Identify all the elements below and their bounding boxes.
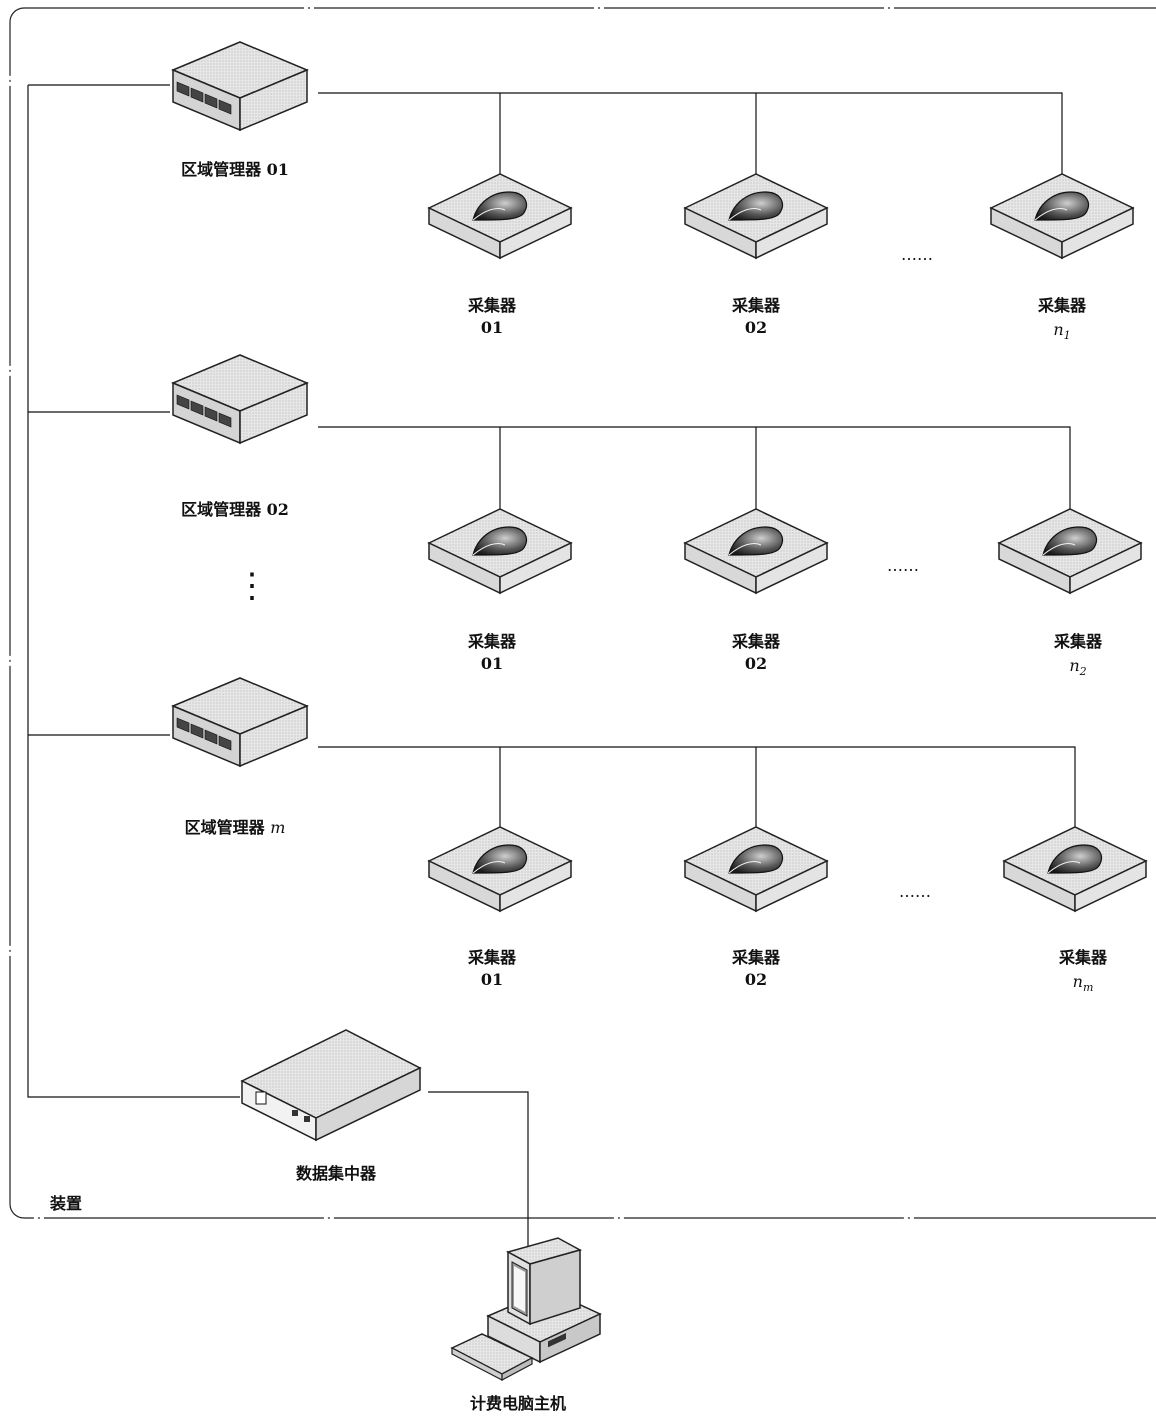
collector-id: 02	[696, 318, 816, 338]
collector-id-id: 02	[744, 654, 768, 673]
collector-label: 采集器	[983, 948, 1156, 968]
collector-label: 采集器	[978, 632, 1156, 652]
collector-id-id: n	[1053, 320, 1064, 339]
collector-id-id: 01	[480, 654, 504, 673]
manager-vertical-ellipsis: ⋮	[235, 566, 269, 606]
collector-id-id: 02	[744, 970, 768, 989]
area-manager-label-suffix: m	[270, 818, 286, 837]
collector-id-subscript: 1	[1063, 329, 1071, 343]
collector-id: 01	[432, 318, 552, 338]
collector-icon	[684, 173, 828, 259]
collector-label-text: 采集器	[731, 948, 780, 967]
collector-icon	[1003, 826, 1147, 912]
data-concentrator-label: 数据集中器	[236, 1164, 436, 1184]
collector-label: 采集器	[392, 948, 592, 968]
collector-icon	[998, 508, 1142, 594]
collector-icon	[684, 508, 828, 594]
area-manager-label-text: 区域管理器	[184, 818, 265, 837]
collector-ellipsis: ……	[901, 245, 933, 264]
area-manager-label: 区域管理器 01	[135, 160, 335, 180]
trunk-line	[27, 85, 240, 1098]
collector-id-subscript: 2	[1079, 665, 1087, 679]
connection-lines	[27, 84, 1076, 1247]
collector-id-id: 01	[480, 318, 504, 337]
area-manager-label-suffix: 02	[266, 500, 289, 519]
collector-ellipsis: ……	[887, 556, 919, 575]
collector-id: n1	[1002, 320, 1122, 346]
device-boundary-label: 装置	[50, 1194, 83, 1213]
device-boundary	[9, 7, 1156, 1219]
area-manager-icon	[172, 677, 308, 767]
collector-id-id: n	[1069, 656, 1080, 675]
computer-icon	[451, 1237, 601, 1381]
collector-icon	[428, 173, 572, 259]
collector-label: 采集器	[392, 296, 592, 316]
collector-label-text: 采集器	[731, 632, 780, 651]
computer-label: 计费电脑主机	[418, 1394, 618, 1414]
collector-label: 采集器	[656, 632, 856, 652]
area-manager-icon	[172, 354, 308, 444]
collector-label-text: 采集器	[467, 948, 516, 967]
collector-id: nm	[1023, 972, 1143, 998]
collector-label-text: 采集器	[731, 296, 780, 315]
area-manager-label: 区域管理器 m	[135, 818, 335, 838]
area-manager-label: 区域管理器 02	[135, 500, 335, 520]
collector-label: 采集器	[656, 948, 856, 968]
area-manager-label-suffix: 01	[266, 160, 289, 179]
collector-icon	[428, 826, 572, 912]
collector-label-text: 采集器	[1058, 948, 1107, 967]
collector-label: 采集器	[392, 632, 592, 652]
collector-id: n2	[1018, 656, 1138, 682]
concentrator-to-computer-line	[428, 1091, 529, 1247]
collector-id: 01	[432, 970, 552, 990]
collector-id: 02	[696, 654, 816, 674]
data-concentrator-label-text: 数据集中器	[295, 1164, 376, 1183]
collector-label: 采集器	[962, 296, 1156, 316]
collector-label: 采集器	[656, 296, 856, 316]
manager-bus-1	[318, 92, 1063, 204]
collector-label-text: 采集器	[467, 296, 516, 315]
area-manager-label-text: 区域管理器	[181, 500, 262, 519]
collector-ellipsis: ……	[899, 882, 931, 901]
collector-icon	[684, 826, 828, 912]
collector-id-subscript: m	[1082, 981, 1094, 995]
collector-label-text: 采集器	[1053, 632, 1102, 651]
collector-label-text: 采集器	[467, 632, 516, 651]
collector-id-id: 02	[744, 318, 768, 337]
collector-id: 01	[432, 654, 552, 674]
manager-bus-2	[318, 426, 1071, 539]
collector-icon	[990, 173, 1134, 259]
collector-id-id: 01	[480, 970, 504, 989]
manager-bus-3	[318, 746, 1076, 857]
collector-icon	[428, 508, 572, 594]
area-manager-icon	[172, 41, 308, 131]
collector-label-text: 采集器	[1037, 296, 1086, 315]
collector-id: 02	[696, 970, 816, 990]
computer-label-text: 计费电脑主机	[469, 1394, 566, 1413]
data-concentrator-icon	[241, 1029, 421, 1141]
collector-id-id: n	[1072, 972, 1083, 991]
area-manager-label-text: 区域管理器	[181, 160, 262, 179]
